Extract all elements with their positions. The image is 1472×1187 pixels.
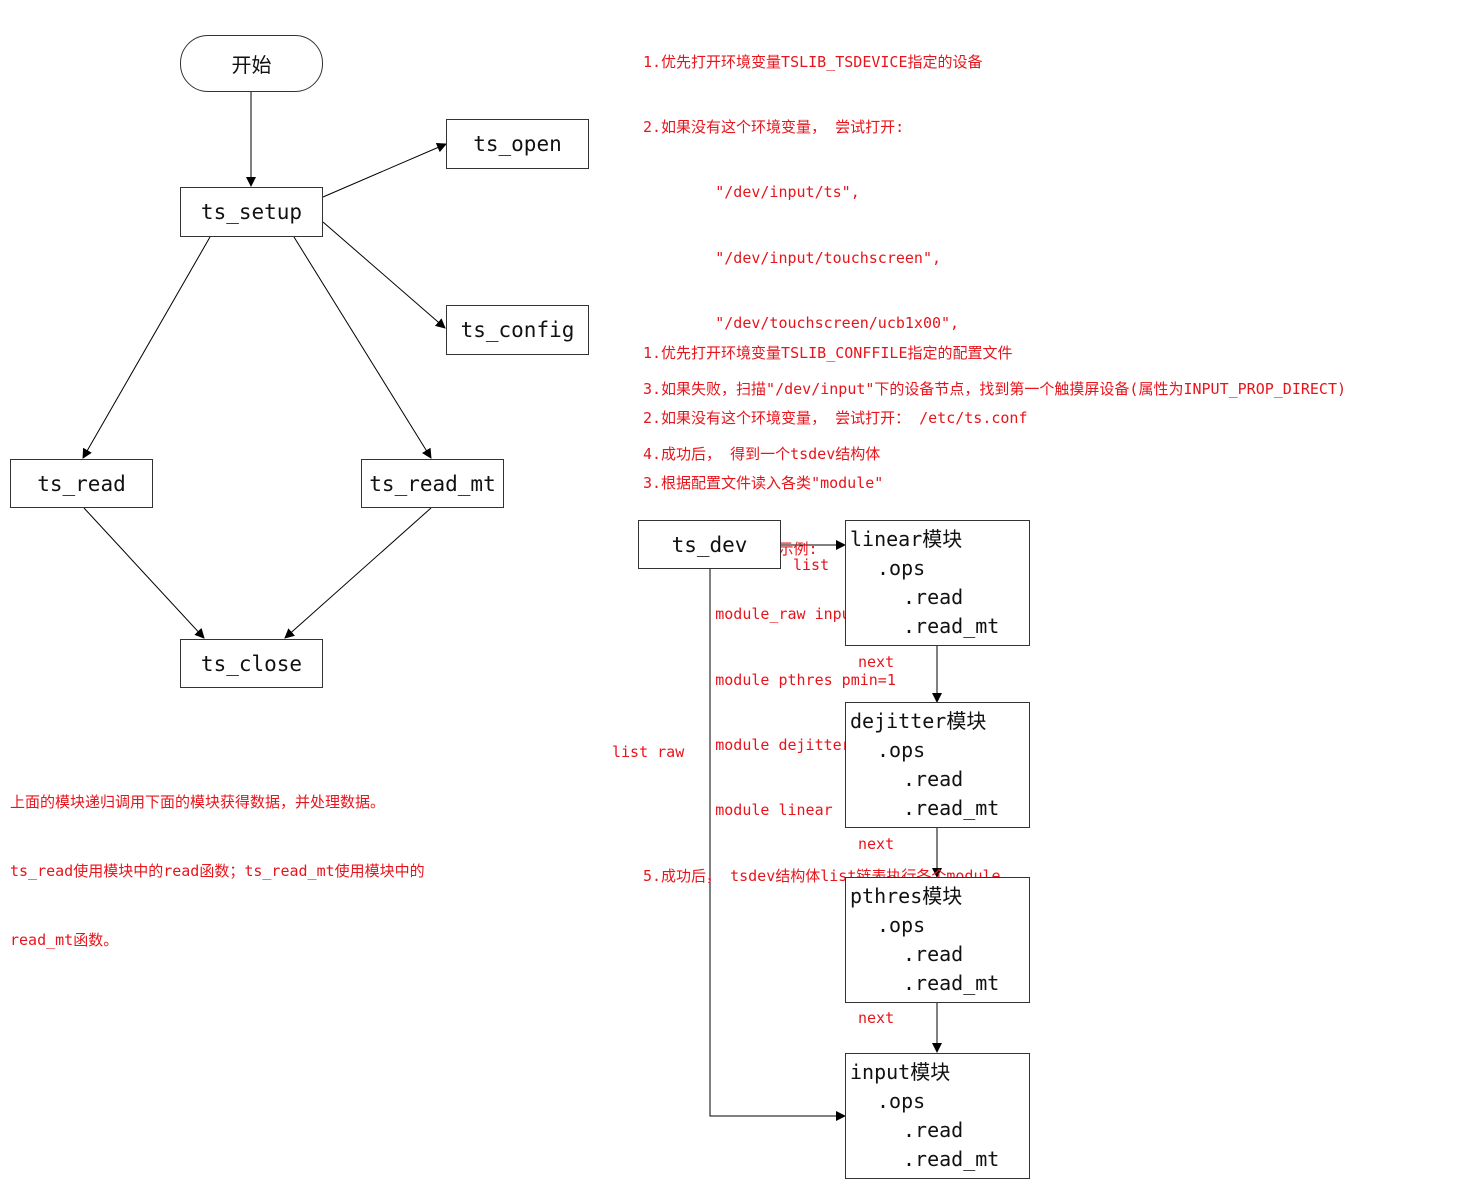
note-line: "/dev/touchscreen/ucb1x00", bbox=[643, 314, 960, 333]
module-read: .read bbox=[903, 1118, 964, 1142]
note-line: 2.如果没有这个环境变量， 尝试打开: bbox=[643, 117, 905, 136]
module-read-mt: .read_mt bbox=[903, 614, 1000, 638]
arrow-setup-to-config bbox=[322, 221, 446, 329]
note-line: "/dev/input/touchscreen", bbox=[643, 248, 942, 267]
open-note: 1.优先打开环境变量TSLIB_TSDEVICE指定的设备 2.如果没有这个环境… bbox=[643, 8, 1346, 488]
note-line: read_mt函数。 bbox=[10, 931, 119, 949]
pthres-module-node: pthres模块 .ops .read .read_mt bbox=[845, 877, 1030, 1003]
module-read-mt: .read_mt bbox=[903, 971, 1000, 995]
note-line: module pthres pmin=1 bbox=[643, 670, 896, 689]
module-read: .read bbox=[903, 585, 964, 609]
note-line: "/dev/input/ts", bbox=[643, 183, 860, 202]
note-line: 1.优先打开环境变量TSLIB_TSDEVICE指定的设备 bbox=[643, 52, 983, 71]
ts-dev-node: ts_dev bbox=[638, 520, 781, 569]
ts-open-node: ts_open bbox=[446, 119, 589, 169]
next-label: next bbox=[858, 1009, 895, 1027]
arrow-read-mt-to-close bbox=[284, 507, 432, 639]
linear-module-node: linear模块 .ops .read .read_mt bbox=[845, 520, 1030, 646]
list-label: list bbox=[793, 556, 830, 574]
module-title: input模块 bbox=[850, 1060, 951, 1084]
dejitter-module-node: dejitter模块 .ops .read .read_mt bbox=[845, 702, 1030, 828]
module-title: pthres模块 bbox=[850, 884, 963, 908]
module-read: .read bbox=[903, 942, 964, 966]
note-line: 3.根据配置文件读入各类"module" bbox=[643, 474, 884, 493]
module-title: dejitter模块 bbox=[850, 709, 987, 733]
module-ops: .ops bbox=[877, 556, 926, 580]
module-read: .read bbox=[903, 767, 964, 791]
next-label: next bbox=[858, 653, 895, 671]
note-line: 1.优先打开环境变量TSLIB_CONFFILE指定的配置文件 bbox=[643, 343, 1013, 362]
module-read-mt: .read_mt bbox=[903, 1147, 1000, 1171]
note-line: 3.如果失败，扫描"/dev/input"下的设备节点，找到第一个触摸屏设备(属… bbox=[643, 379, 1347, 398]
ts-close-node: ts_close bbox=[180, 639, 323, 688]
ts-read-node: ts_read bbox=[10, 459, 153, 508]
module-ops: .ops bbox=[877, 1089, 926, 1113]
ts-config-node: ts_config bbox=[446, 305, 589, 355]
module-read-mt: .read_mt bbox=[903, 796, 1000, 820]
note-line: 2.如果没有这个环境变量， 尝试打开： /etc/ts.conf bbox=[643, 408, 1028, 427]
next-label: next bbox=[858, 835, 895, 853]
arrow-setup-to-read-mt bbox=[293, 236, 432, 459]
note-line: ts_read使用模块中的read函数；ts_read_mt使用模块中的 bbox=[10, 862, 425, 880]
note-line: 上面的模块递归调用下面的模块获得数据，并处理数据。 bbox=[10, 793, 386, 811]
list-raw-label: list raw bbox=[612, 743, 685, 761]
arrow-list-raw bbox=[709, 569, 846, 1121]
ts-setup-node: ts_setup bbox=[180, 187, 323, 237]
start-node: 开始 bbox=[180, 35, 323, 92]
note-line: 4.成功后， 得到一个tsdev结构体 bbox=[643, 444, 881, 463]
input-module-node: input模块 .ops .read .read_mt bbox=[845, 1053, 1030, 1179]
module-ops: .ops bbox=[877, 738, 926, 762]
note-line: module linear bbox=[643, 801, 833, 820]
arrow-setup-to-read bbox=[82, 236, 211, 459]
arrow-read-to-close bbox=[83, 507, 205, 639]
arrow-setup-to-open bbox=[322, 142, 447, 198]
bottom-note: 上面的模块递归调用下面的模块获得数据，并处理数据。 ts_read使用模块中的r… bbox=[10, 745, 425, 975]
module-title: linear模块 bbox=[850, 527, 963, 551]
ts-read-mt-node: ts_read_mt bbox=[361, 459, 504, 508]
module-ops: .ops bbox=[877, 913, 926, 937]
